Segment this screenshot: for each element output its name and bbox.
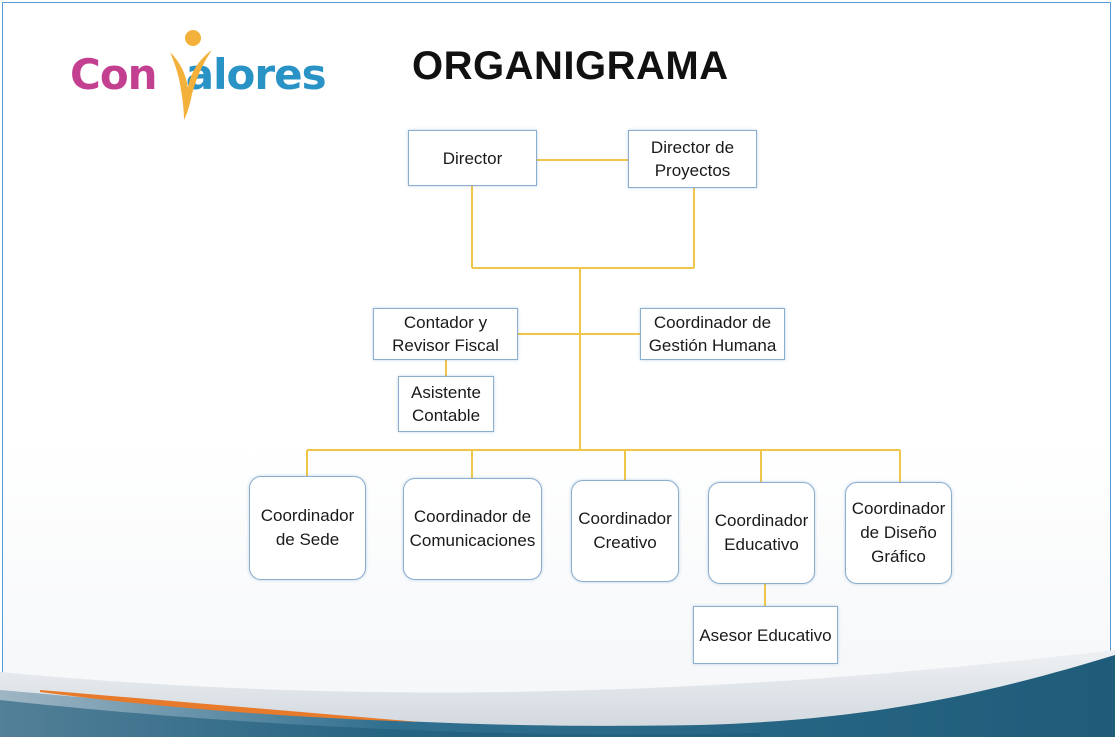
node-coord-creativo: Coordinador Creativo (571, 480, 679, 582)
node-asesor-educativo-label: Asesor Educativo (699, 625, 832, 645)
node-asesor-educativo: Asesor Educativo (693, 606, 838, 664)
node-coord-sede: Coordinador de Sede (249, 476, 366, 580)
node-director-proyectos: Director de Proyectos (628, 130, 757, 188)
logo-part-con: Con (70, 50, 158, 99)
node-coord-educativo: Coordinador Educativo (708, 482, 815, 584)
node-coord-comunicaciones-label: Coordinador de Comunicaciones (409, 507, 536, 550)
node-coord-sede-label: Coordinador de Sede (260, 506, 355, 549)
node-coord-creativo-label: Coordinador Creativo (578, 509, 672, 552)
node-asistente-contable: Asistente Contable (398, 376, 494, 432)
node-coord-diseno-label: Coordinador de Diseño Gráfico (851, 499, 946, 566)
node-director-label: Director (442, 148, 503, 168)
node-coord-comunicaciones: Coordinador de Comunicaciones (403, 478, 542, 580)
logo-part-alores: alores (185, 50, 327, 99)
node-coord-diseno: Coordinador de Diseño Gráfico (845, 482, 952, 584)
node-contador-label: Contador y Revisor Fiscal (392, 313, 499, 355)
node-director: Director (408, 130, 537, 186)
node-gestion-humana: Coordinador de Gestión Humana (640, 308, 785, 360)
node-asistente-contable-label: Asistente Contable (411, 383, 481, 425)
convalores-logo: ConValores (70, 30, 330, 130)
node-coord-educativo-label: Coordinador Educativo (714, 511, 809, 554)
node-director-proyectos-label: Director de Proyectos (650, 138, 735, 180)
page-title: ORGANIGRAMA (412, 44, 729, 88)
node-contador: Contador y Revisor Fiscal (373, 308, 518, 360)
logo-wordmark: ConValores (70, 50, 327, 99)
node-gestion-humana-label: Coordinador de Gestión Humana (648, 313, 777, 355)
logo-figure-icon (170, 30, 212, 120)
